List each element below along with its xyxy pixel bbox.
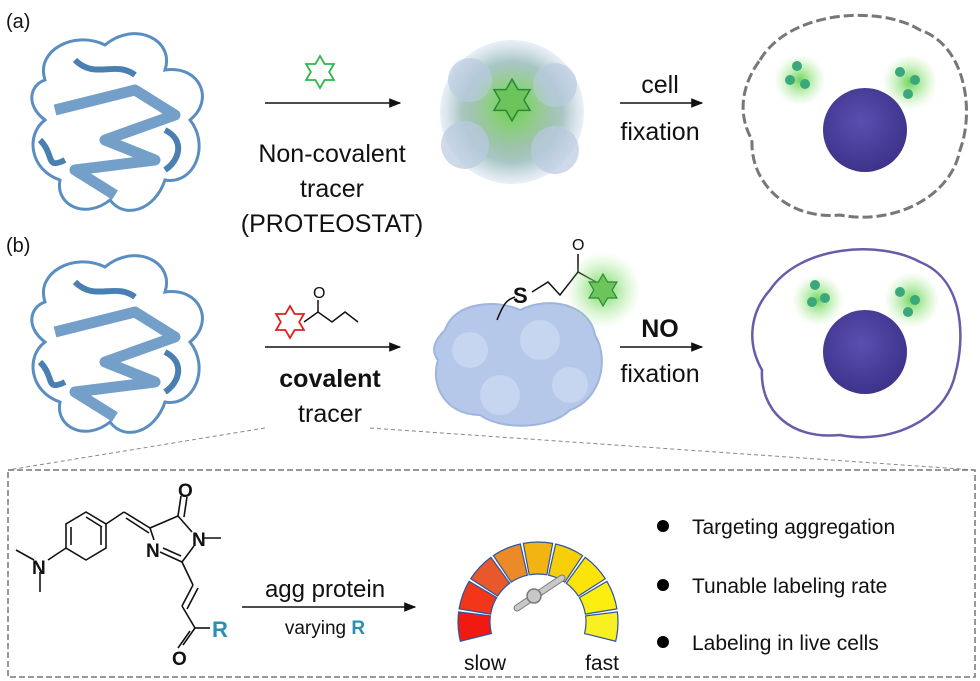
step-a2-top: cell <box>641 71 679 99</box>
gauge-segment <box>457 611 493 642</box>
gauge-segment <box>547 543 584 583</box>
gauge-segment <box>492 543 529 583</box>
linker-carbonyl-o: O <box>572 237 584 254</box>
bullet-icon <box>657 520 669 532</box>
gauge-fast-label: fast <box>585 652 619 675</box>
panel-b-label: (b) <box>6 235 30 257</box>
step-a1-line1: Non-covalent <box>258 140 405 168</box>
atom-r-group: R <box>212 617 228 642</box>
gauge-segment <box>522 541 554 576</box>
step-a2-bottom: fixation <box>620 118 699 146</box>
aggregate-a <box>440 40 584 184</box>
arrow-bottom-label: varying R <box>285 618 366 639</box>
step-b1-bottom: tracer <box>298 400 362 428</box>
tracer-carbonyl-o: O <box>313 285 325 302</box>
labeled-protein-b: S O <box>433 237 641 427</box>
atom-o-chain: O <box>172 649 187 670</box>
gauge-segment <box>458 580 498 615</box>
inset-box <box>7 469 976 678</box>
gauge-segment <box>583 611 619 642</box>
zoom-line-right <box>369 427 976 471</box>
feature-item: Tunable labeling rate <box>692 575 887 598</box>
step-b1-top: covalent <box>279 365 381 393</box>
atom-n-dimethyl: N <box>32 558 46 579</box>
red-star-icon <box>275 305 305 339</box>
tracer-molecule <box>15 495 221 649</box>
protein-ribbon-b <box>32 256 203 433</box>
step-b2-bottom: fixation <box>620 360 699 388</box>
zoom-line-left <box>7 427 266 471</box>
feature-item: Labeling in live cells <box>692 632 879 655</box>
atom-o-ring: O <box>178 481 193 502</box>
step-a1-line3: (PROTEOSTAT) <box>241 210 423 238</box>
atom-n-ring1: N <box>146 541 160 562</box>
atom-n-ring2: N <box>192 530 206 551</box>
gauge-segment <box>565 556 607 597</box>
gauge-needle <box>513 574 566 612</box>
step-a1-line2: tracer <box>300 175 364 203</box>
panel-a-label: (a) <box>6 11 30 33</box>
gauge-segment <box>469 556 511 597</box>
labeling-rate-gauge <box>457 541 619 642</box>
linker-sulfur: S <box>513 283 528 308</box>
green-star-icon <box>305 55 335 89</box>
arrow-top-label: agg protein <box>265 576 385 603</box>
step-b2-top: NO <box>641 315 679 343</box>
gauge-segment <box>578 580 618 615</box>
protein-ribbon-a <box>32 34 203 211</box>
feature-list: Targeting aggregation Tunable labeling r… <box>657 516 895 655</box>
live-cell-b <box>751 248 962 439</box>
feature-item: Targeting aggregation <box>692 516 895 539</box>
covalent-tracer-structure: O <box>275 285 359 339</box>
gauge-slow-label: slow <box>464 652 507 675</box>
fixed-cell-a <box>741 13 968 219</box>
bullet-icon <box>657 579 669 591</box>
bullet-icon <box>657 636 669 648</box>
